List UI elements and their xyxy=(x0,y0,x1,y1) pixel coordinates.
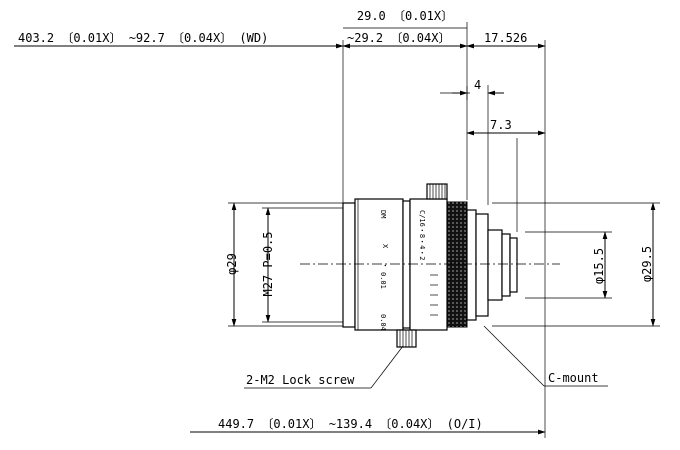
marking-dot: ・ xyxy=(381,262,389,269)
callout-c-mount: C-mount xyxy=(548,371,599,385)
dim-top-center: 29.0 〔0.01X〕 xyxy=(357,9,453,23)
dim-bottom: 449.7 〔0.01X〕 ~139.4 〔0.04X〕 (O/I) xyxy=(218,417,483,431)
marking-scale-004: 0.04 xyxy=(379,314,387,331)
marking-x: X xyxy=(381,244,389,249)
marking-dm: DM xyxy=(379,210,387,218)
dim-dia-29: φ29 xyxy=(225,253,239,275)
dim-dia-29-5: φ29.5 xyxy=(640,246,654,282)
top-dimensions xyxy=(14,27,546,136)
dim-7-3: 7.3 xyxy=(490,118,512,132)
callout-leaders xyxy=(244,325,608,389)
marking-scale-001: 0.01 xyxy=(379,272,387,289)
marking-aperture: C/16・8・4・2 xyxy=(418,210,426,261)
dim-thread: M27 P=0.5 xyxy=(261,231,275,296)
aperture-scale-ticks xyxy=(430,274,438,316)
right-dimensions xyxy=(492,202,660,327)
lens-body xyxy=(342,183,518,348)
dim-top-right: 17.526 xyxy=(484,31,527,45)
dim-4: 4 xyxy=(474,78,481,92)
dim-top-left: 403.2 〔0.01X〕 ~92.7 〔0.04X〕 (WD) xyxy=(18,31,268,45)
dim-dia-15-5: φ15.5 xyxy=(592,248,606,284)
callout-lock-screw: 2-M2 Lock screw xyxy=(246,373,355,387)
left-dimensions xyxy=(228,202,343,327)
dim-top-mid: ~29.2 〔0.04X〕 xyxy=(347,31,450,45)
